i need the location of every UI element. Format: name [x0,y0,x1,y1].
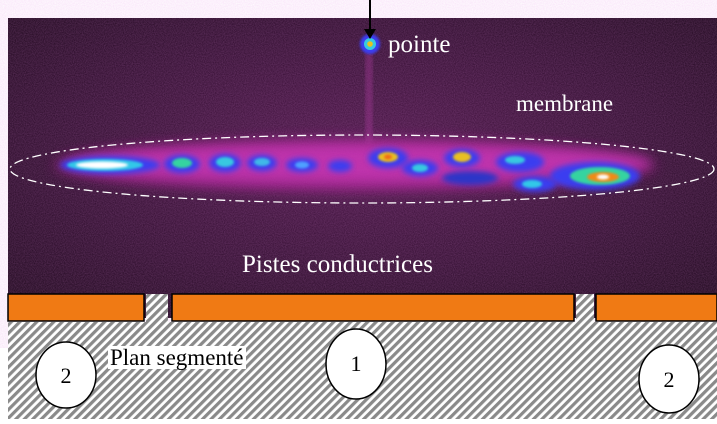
zone-label-center: 1 [350,351,362,376]
tip-arrow [364,0,376,39]
electrode-center [171,293,575,322]
conductive-tracks [7,293,717,322]
zone-markers [35,328,700,414]
membrane-label: membrane [516,91,614,116]
membrane-outline [9,134,715,204]
tracks-label: Pistes conductrices [242,251,433,278]
electrode-left [7,293,145,322]
plane-label: Plan segmenté [108,345,246,370]
zone-label-right: 2 [663,367,675,392]
membrane-emission [55,52,655,192]
tip-label: pointe [388,31,451,58]
zone-label-left: 2 [60,363,72,388]
tip-spot [360,34,380,54]
electrode-right [595,293,717,322]
zone-circle-left [35,341,97,409]
zone-circle-right [638,344,700,414]
zone-circle-center [325,328,387,400]
